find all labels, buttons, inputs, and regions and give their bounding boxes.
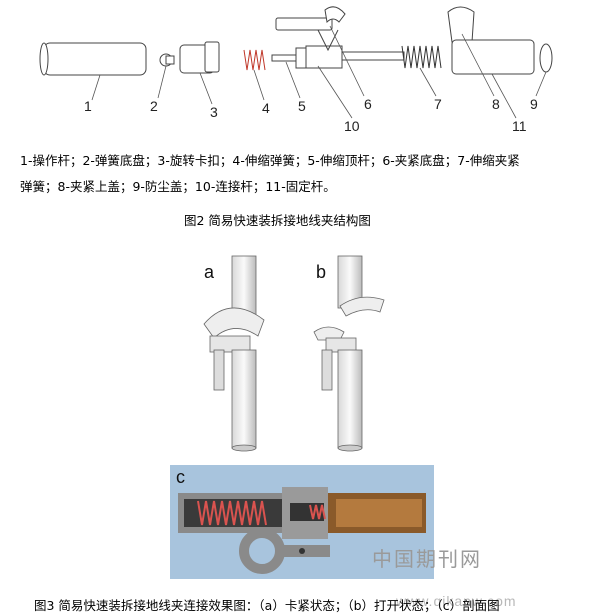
section-view-drawing bbox=[178, 487, 426, 574]
part-operating-rod bbox=[43, 42, 147, 76]
part-connecting-rod bbox=[305, 45, 343, 69]
part-number-10: 10 bbox=[344, 118, 360, 134]
part-number-11: 11 bbox=[512, 118, 527, 134]
part-number-1: 1 bbox=[84, 98, 92, 114]
part-fixed-rod bbox=[451, 39, 535, 75]
watermark-url: www.qikanw.com bbox=[396, 593, 517, 609]
section-view-photo: c bbox=[170, 465, 434, 579]
exploded-view-drawing bbox=[39, 6, 553, 119]
part-clamp-cover bbox=[447, 6, 475, 43]
part-number-6: 6 bbox=[364, 96, 372, 112]
part-telescopic-spring bbox=[243, 49, 266, 71]
part-clamp-base bbox=[275, 17, 333, 31]
legend-line-2: 弹簧；8-夹紧上盖；9-防尘盖；10-连接杆；11-固定杆。 bbox=[20, 179, 336, 194]
part-clamp-hook-left bbox=[324, 6, 346, 24]
figure2-caption: 图2 简易快速装拆接地线夹结构图 bbox=[184, 213, 371, 228]
part-number-8: 8 bbox=[492, 96, 500, 112]
part-number-7: 7 bbox=[434, 96, 442, 112]
figure3-caption: 图3 简易快速装拆接地线夹连接效果图：（a）卡紧状态；（b）打开状态；（c）剖面… bbox=[34, 598, 500, 613]
rendering-b-open bbox=[313, 255, 385, 452]
part-number-2: 2 bbox=[150, 98, 158, 114]
part-number-3: 3 bbox=[210, 104, 218, 120]
part-dust-cap bbox=[539, 43, 553, 73]
part-number-9: 9 bbox=[530, 96, 538, 112]
label-c: c bbox=[176, 467, 185, 487]
rendering-a-clamped bbox=[203, 255, 265, 452]
part-number-4: 4 bbox=[262, 100, 270, 116]
part-number-5: 5 bbox=[298, 98, 306, 114]
label-a: a bbox=[204, 262, 215, 282]
figure2-legend: 1-操作杆；2-弹簧底盘；3-旋转卡扣；4-伸缩弹簧；5-伸缩顶杆；6-夹紧底盘… bbox=[20, 148, 590, 200]
part-ejector-rod bbox=[271, 54, 299, 62]
label-b: b bbox=[316, 262, 327, 282]
part-clamp-spring bbox=[401, 45, 442, 69]
legend-line-1: 1-操作杆；2-弹簧底盘；3-旋转卡扣；4-伸缩弹簧；5-伸缩顶杆；6-夹紧底盘… bbox=[20, 153, 520, 168]
assembly-renderings bbox=[203, 255, 385, 452]
watermark-text: 中国期刊网 bbox=[372, 547, 482, 571]
